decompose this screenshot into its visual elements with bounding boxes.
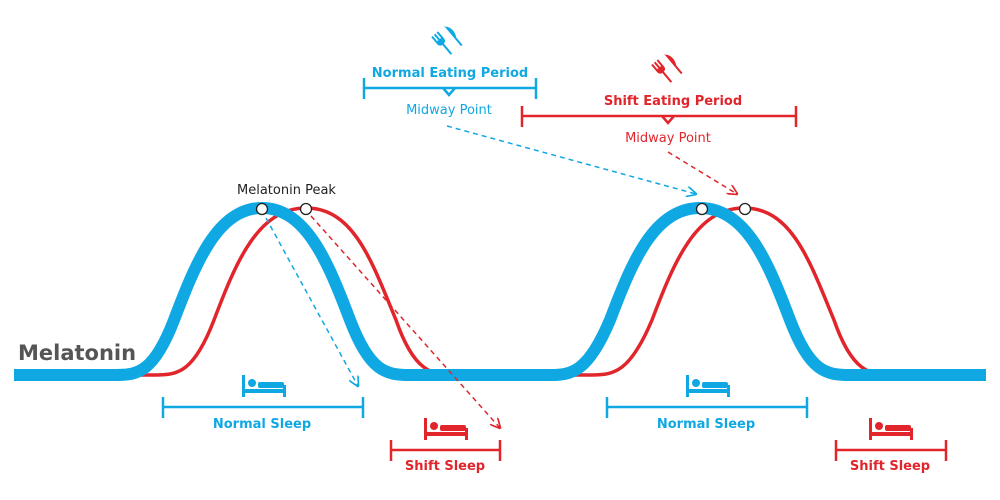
bed-icon [686, 375, 730, 397]
normal-sleep-label-2: Normal Sleep [657, 417, 755, 432]
shift-eating-bracket [520, 106, 798, 127]
shift-peak-arrow [310, 215, 500, 428]
normal-melatonin-curve [14, 201, 986, 381]
normal-eating-bracket [362, 78, 538, 99]
normal-eating-period-label: Normal Eating Period [372, 66, 528, 81]
normal-sleep-label-1: Normal Sleep [213, 417, 311, 432]
shift-eating-period-label: Shift Eating Period [604, 94, 742, 109]
normal-midway-point-label: Midway Point [406, 103, 492, 118]
shift-sleep-bracket-1 [389, 440, 502, 461]
fork-and-knife-icon [651, 51, 684, 86]
shift-midway-point-label: Midway Point [625, 131, 711, 146]
normal-peak-marker-1 [255, 202, 269, 216]
bed-icon [242, 375, 286, 397]
normal-midway-arrow [446, 125, 696, 194]
shift-sleep-label-2: Shift Sleep [850, 459, 930, 474]
normal-sleep-bracket-1 [161, 397, 365, 418]
bed-icon [424, 418, 468, 440]
normal-sleep-bracket-2 [605, 397, 809, 418]
shift-midway-arrow [667, 151, 737, 194]
normal-peak-arrow [265, 217, 358, 386]
melatonin-peak-label: Melatonin Peak [237, 183, 336, 198]
melatonin-label: Melatonin [18, 341, 136, 365]
shift-sleep-bracket-2 [834, 440, 948, 461]
bed-icon [869, 418, 913, 440]
fork-and-knife-icon [431, 23, 464, 58]
shift-peak-marker-2 [738, 202, 752, 216]
shift-sleep-label-1: Shift Sleep [405, 459, 485, 474]
shift-peak-marker-1 [299, 202, 313, 216]
normal-peak-marker-2 [695, 202, 709, 216]
